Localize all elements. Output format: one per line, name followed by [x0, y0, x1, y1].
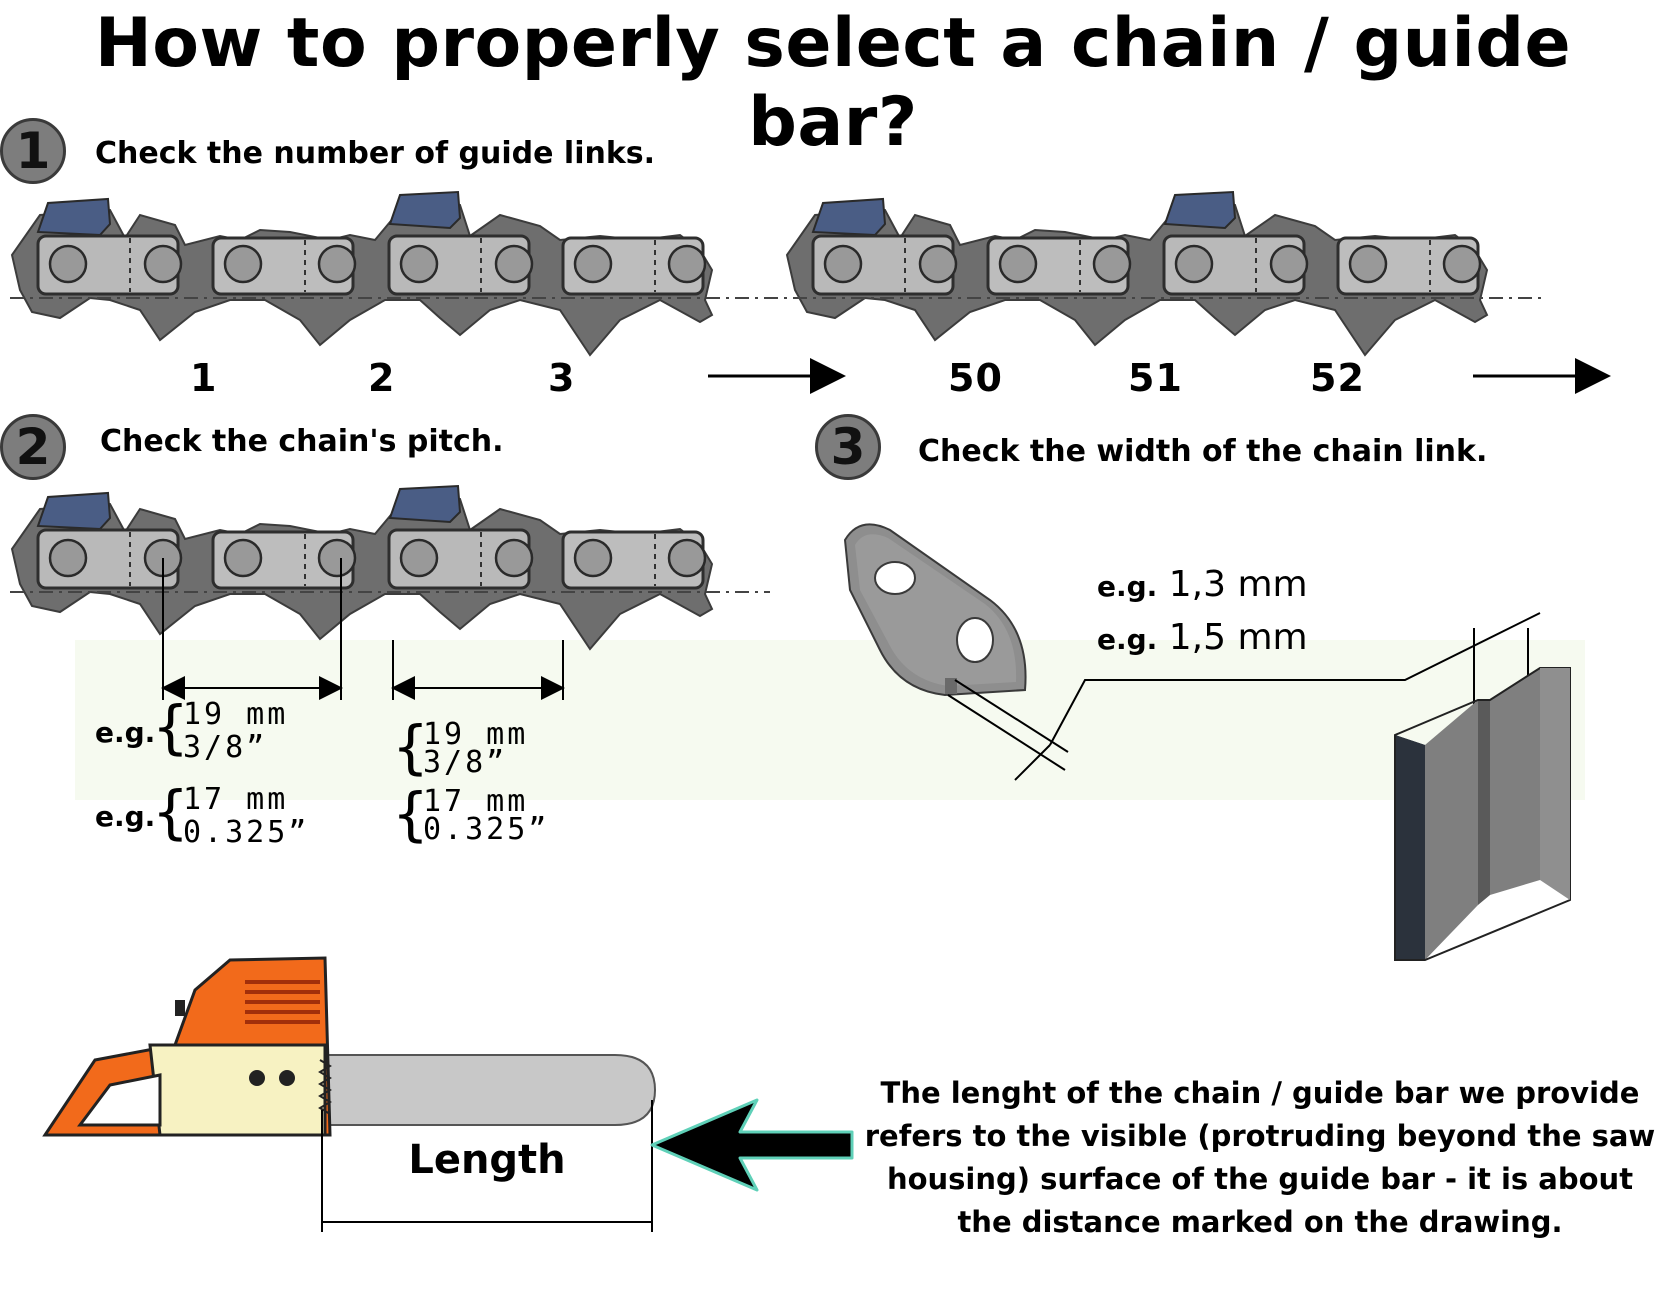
step-1-number: 1 — [15, 122, 51, 180]
pitch-value-b1-imperial: 3/8” — [423, 745, 508, 780]
length-pointer-arrow — [650, 1098, 854, 1192]
pitch-eg-a1: e.g. — [95, 716, 156, 749]
page-title: How to properly select a chain / guide b… — [94, 4, 1572, 162]
width-value-1: 1,3 mm — [1168, 564, 1308, 605]
chain-step2 — [10, 484, 714, 651]
width-eg-1: e.g. — [1097, 570, 1158, 603]
pitch-value-a1-metric: 19 mm — [183, 697, 289, 732]
chainsaw-illustration — [42, 956, 657, 1137]
link-number-3: 3 — [548, 356, 576, 400]
pitch-brace-b1: { — [392, 713, 429, 781]
chain-step1-left — [10, 190, 714, 357]
pitch-brace-a1: { — [152, 693, 189, 761]
pitch-value-b1-metric: 19 mm — [423, 717, 529, 752]
pitch-brace-b2: { — [392, 780, 429, 848]
guide-bar-groove — [1394, 667, 1571, 961]
pitch-value-a1-imperial: 3/8” — [183, 730, 268, 765]
step-2-number: 2 — [15, 418, 51, 476]
link-number-2: 2 — [368, 356, 396, 400]
link-number-52: 52 — [1310, 356, 1365, 400]
pitch-eg-a2: e.g. — [95, 800, 156, 833]
step-3-badge: 3 — [815, 414, 881, 480]
length-bracket — [321, 1100, 653, 1232]
step-1-text: Check the number of guide links. — [95, 136, 656, 171]
length-label: Length — [408, 1137, 566, 1183]
link-number-51: 51 — [1128, 356, 1183, 400]
pitch-value-a2-metric: 17 mm — [183, 782, 289, 817]
length-note: The lenght of the chain / guide bar we p… — [864, 1076, 1656, 1239]
step-2-badge: 2 — [0, 414, 66, 480]
pitch-value-b2-imperial: 0.325” — [423, 812, 550, 847]
pitch-value-b2-metric: 17 mm — [423, 784, 529, 819]
drive-link-illustration — [843, 523, 1027, 697]
chain-step1-right — [785, 190, 1489, 357]
link-number-1: 1 — [190, 356, 218, 400]
step-2-text: Check the chain's pitch. — [100, 424, 504, 459]
link-number-50: 50 — [948, 356, 1003, 400]
width-label-2: e.g. 1,5 mm — [1097, 617, 1308, 658]
pitch-brace-a2: { — [152, 778, 189, 846]
width-value-2: 1,5 mm — [1168, 617, 1308, 658]
step-3-number: 3 — [830, 418, 866, 476]
step-1-badge: 1 — [0, 118, 66, 184]
width-eg-2: e.g. — [1097, 623, 1158, 656]
pitch-value-a2-imperial: 0.325” — [183, 815, 310, 850]
width-label-1: e.g. 1,3 mm — [1097, 564, 1308, 605]
step-3-text: Check the width of the chain link. — [918, 434, 1488, 469]
pitch-measure-a — [161, 558, 343, 700]
watermark — [75, 640, 1585, 800]
pitch-measure-b — [391, 640, 565, 700]
